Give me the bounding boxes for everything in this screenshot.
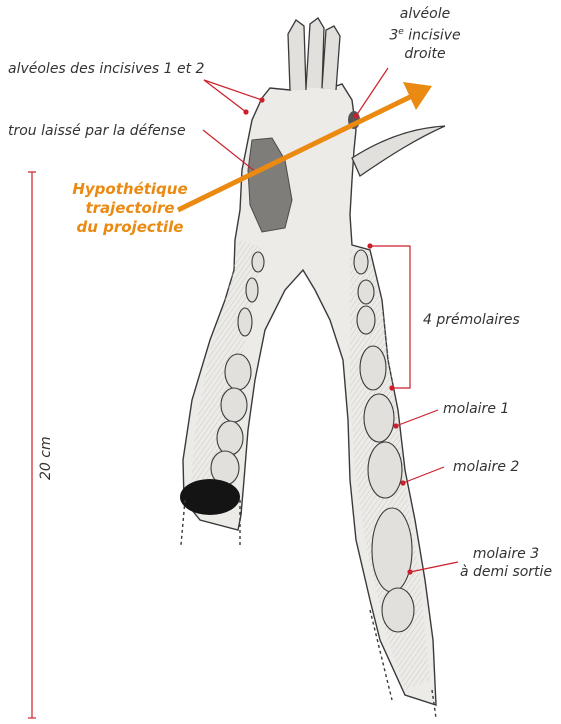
molar3-label: molaire 3 à demi sortie: [452, 545, 560, 581]
molar1-label: molaire 1: [443, 400, 509, 418]
molar3-label-line1: molaire 3: [452, 545, 560, 563]
third-incisor-word: incisive: [404, 28, 461, 44]
incisor-teeth: [288, 18, 340, 90]
left-branch-section: [180, 479, 240, 515]
tusk-hole-label: trou laissé par la défense: [8, 122, 186, 140]
scale-label: 20 cm: [38, 430, 56, 480]
third-incisor-label: alvéole 3e incisive droite: [380, 5, 470, 63]
third-incisor-label-line2: 3e incisive: [380, 23, 470, 45]
third-incisor-label-line1: alvéole: [380, 5, 470, 23]
trajectory-label-line3: du projectile: [70, 218, 190, 237]
premolars-label: 4 prémolaires: [423, 311, 520, 329]
incisor-sockets-label: alvéoles des incisives 1 et 2: [8, 60, 204, 78]
third-incisor-label-line3: droite: [380, 45, 470, 63]
molar3-label-line2: à demi sortie: [452, 563, 560, 581]
mandible-drawing: [180, 18, 445, 718]
molar2-label: molaire 2: [453, 458, 519, 476]
trajectory-label-line1: Hypothétique: [70, 180, 190, 199]
trajectory-label-line2: trajectoire: [70, 199, 190, 218]
tusk: [352, 126, 445, 176]
trajectory-label: Hypothétique trajectoire du projectile: [70, 180, 190, 237]
third-incisor-number: 3: [389, 28, 398, 44]
